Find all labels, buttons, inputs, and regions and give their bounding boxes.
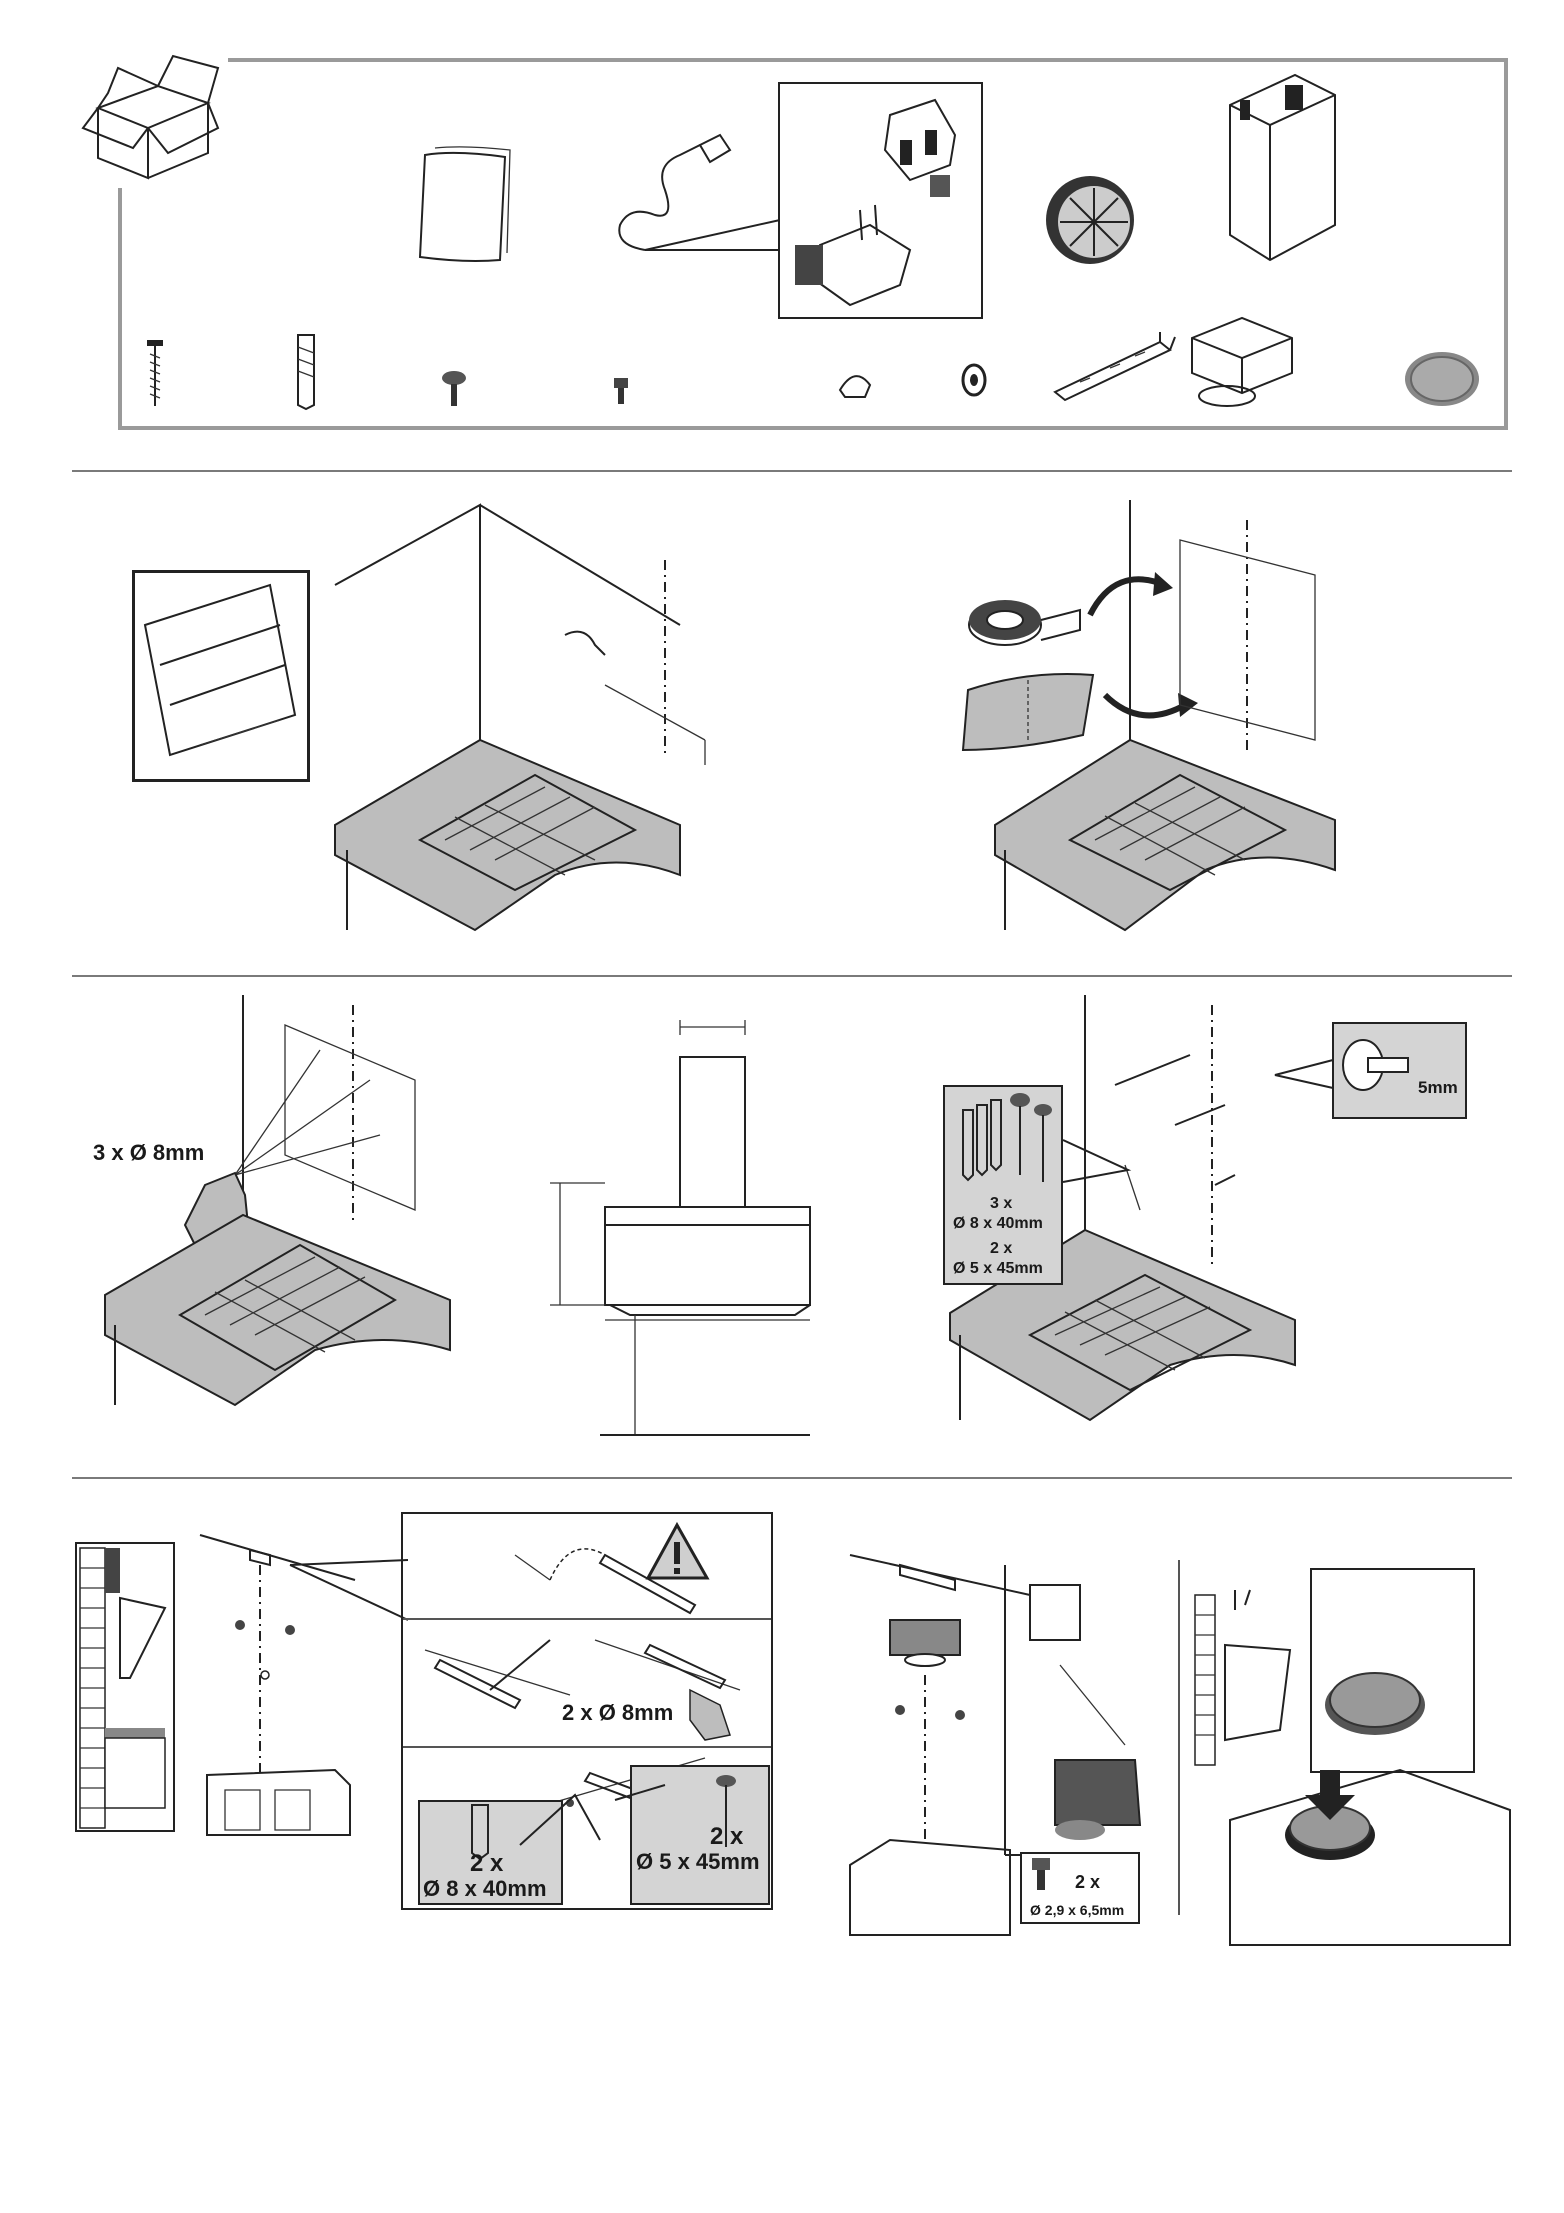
section-divider-1: [72, 470, 1512, 472]
drilling-scene: [105, 995, 465, 1415]
screw-head-icon: [1338, 1030, 1418, 1100]
wall-plug-icon: [293, 335, 319, 410]
plug-spec-size: Ø 8 x 40mm: [423, 1876, 547, 1902]
plug-spec-count: 2 x: [470, 1850, 503, 1878]
paper-template-icon: [415, 145, 515, 270]
chimney-cover-icon: [1230, 75, 1345, 275]
section-separator-vertical: [1178, 1560, 1180, 1915]
small-screw-icon: [440, 370, 468, 408]
small-screw-spec-icon: [1030, 1858, 1052, 1893]
filter-wall-icon: [1195, 1590, 1305, 1770]
kitchen-corner-right: [995, 500, 1425, 935]
section-divider-3: [72, 1477, 1512, 1479]
bracket-drill-step: [420, 1620, 760, 1745]
screw-gap-label: 5mm: [1418, 1078, 1458, 1098]
mounting-bracket-icon: [1050, 332, 1180, 402]
screw-size-label: Ø 5 x 45mm: [953, 1260, 1043, 1278]
bracket-drill-label: 2 x Ø 8mm: [562, 1700, 673, 1726]
carbon-filter-icon: [1040, 170, 1140, 270]
screw-spec-size: Ø 5 x 45mm: [636, 1849, 760, 1875]
hood-dimensions-diagram: [545, 1015, 835, 1445]
open-box-icon: [78, 48, 228, 188]
small-screw-spec-count: 2 x: [1075, 1872, 1100, 1893]
plugs-panel-pointer: [1063, 1140, 1133, 1185]
spec-pointers: [520, 1780, 670, 1850]
euro-plug-icon: [790, 205, 930, 315]
section-divider-2: [72, 975, 1512, 977]
bracket-align-step: [510, 1535, 700, 1615]
gap-inset-pointer: [1275, 1060, 1335, 1100]
kitchen-overview-icon: [80, 1548, 170, 1828]
screw-spec-count: 2 x: [710, 1823, 743, 1851]
small-screw-spec-size: Ø 2,9 x 6,5mm: [1030, 1902, 1124, 1918]
cable-clamp-icon: [835, 365, 875, 400]
washer-icon: [960, 362, 988, 398]
uk-plug-icon: [870, 95, 970, 205]
air-outlet-connector-icon: [1182, 318, 1297, 408]
tiny-screw-icon: [612, 378, 630, 406]
kitchen-corner-left: [335, 505, 735, 935]
screw-count-label: 2 x: [990, 1240, 1012, 1258]
bracket-panel-pointer: [290, 1560, 410, 1620]
plugs-screws-icon: [955, 1090, 1055, 1185]
filter-disc-icon: [1320, 1660, 1430, 1740]
plug-count-label: 3 x: [990, 1195, 1012, 1213]
hood-top-filter-scene: [1230, 1750, 1510, 1945]
hood-sketch-icon: [140, 585, 305, 770]
grease-filter-disc-icon: [1403, 350, 1481, 408]
plug-size-label: Ø 8 x 40mm: [953, 1215, 1043, 1233]
wood-screw-icon: [145, 340, 165, 410]
power-cord-icon: [605, 110, 785, 260]
